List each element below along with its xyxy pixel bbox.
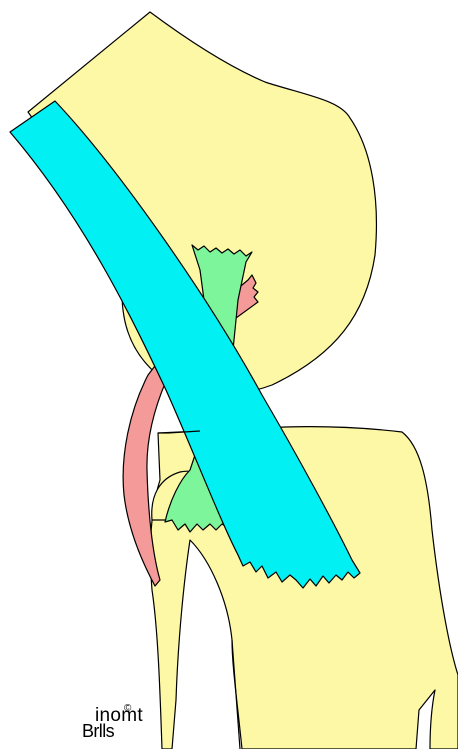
copyright-symbol: © xyxy=(124,704,131,714)
watermark-line2: Brlls xyxy=(82,722,114,740)
watermark-logo: inomt © Brlls xyxy=(82,706,152,746)
